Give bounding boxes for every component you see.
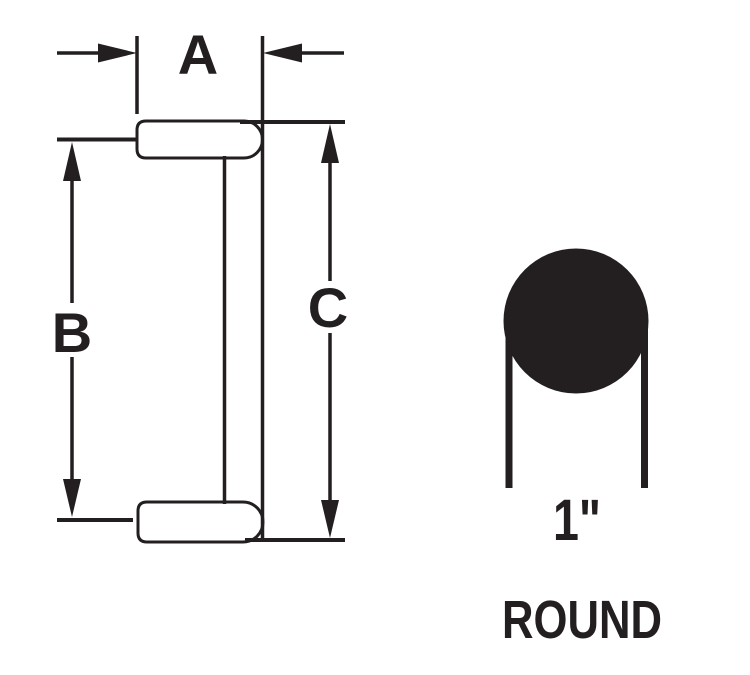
profile-diameter-label: 1" (553, 488, 601, 553)
pull-handle-side-view (135, 119, 265, 544)
bottom-mount-arm (136, 500, 265, 544)
grip-profile: 1" ROUND (502, 248, 662, 650)
profile-circle (503, 248, 649, 394)
dimension-b: B (52, 137, 136, 522)
dimension-a: A (57, 23, 344, 540)
dimension-c: C (308, 124, 348, 538)
dimension-a-left-arrowhead-icon (98, 43, 137, 63)
profile-shape-label: ROUND (502, 590, 662, 650)
dimension-b-up-arrowhead-icon (63, 142, 81, 181)
dimension-b-down-arrowhead-icon (63, 479, 81, 517)
dimension-c-down-arrowhead-icon (321, 500, 339, 538)
dimension-b-label: B (52, 301, 92, 364)
dimension-c-label: C (308, 276, 348, 339)
dimension-a-label: A (178, 23, 218, 86)
dimension-a-right-arrowhead-icon (263, 43, 302, 63)
dimension-c-up-arrowhead-icon (321, 124, 339, 163)
top-mount-arm (135, 119, 264, 160)
dimension-c-extensions (240, 120, 345, 542)
